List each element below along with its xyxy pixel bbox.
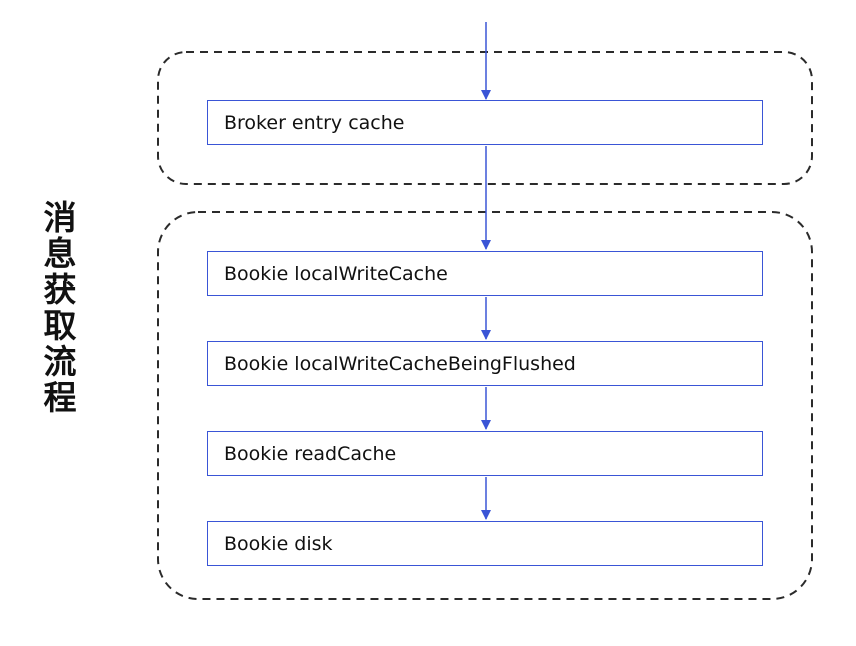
node-bookie-localwritecache: Bookie localWriteCache — [207, 251, 763, 296]
side-label-message-fetch-flow: 消息获取流程 — [43, 198, 77, 417]
broker-group-boundary — [157, 51, 813, 185]
node-bookie-readcache: Bookie readCache — [207, 431, 763, 476]
node-broker-entry-cache: Broker entry cache — [207, 100, 763, 145]
node-bookie-disk: Bookie disk — [207, 521, 763, 566]
node-bookie-localwritecachebeingflushed: Bookie localWriteCacheBeingFlushed — [207, 341, 763, 386]
bookie-group-boundary — [157, 211, 813, 600]
